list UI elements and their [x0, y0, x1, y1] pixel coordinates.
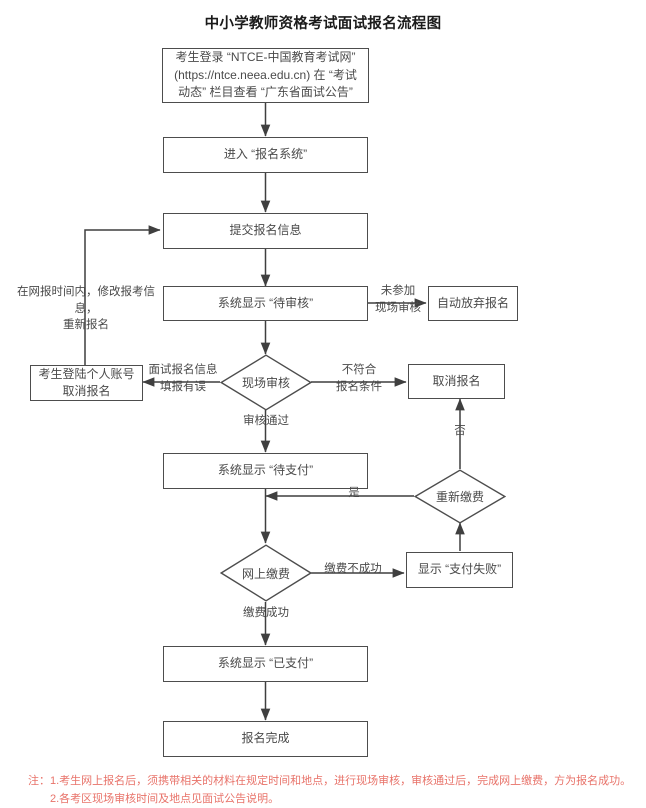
node-login[interactable]: 考生登录 “NTCE-中国教育考试网” (https://ntce.neea.e… — [162, 48, 369, 103]
node-cancel-registration[interactable]: 取消报名 — [408, 364, 505, 399]
edge-label-modify-reregister: 在网报时间内，修改报考信息， 重新报名 — [17, 286, 155, 332]
edge-label-repay-yes: 是 — [348, 487, 360, 499]
node-pending-review[interactable]: 系统显示 “待审核” — [163, 286, 368, 321]
node-registration-complete[interactable]: 报名完成 — [163, 721, 368, 757]
footer-notes: 注：1.考生网上报名后，须携带相关的材料在规定时间和地点，进行现场审核，审核通过… — [28, 772, 632, 808]
node-paid[interactable]: 系统显示 “已支付” — [163, 646, 368, 682]
node-pending-review-label: 系统显示 “待审核” — [217, 295, 314, 310]
node-paid-label: 系统显示 “已支付” — [217, 656, 314, 671]
footer-note-line-2: 2.各考区现场审核时间及地点见面试公告说明。 — [50, 793, 280, 806]
edge-label-payment-success: 缴费成功 — [243, 607, 289, 619]
node-submit-info-label: 提交报名信息 — [229, 223, 302, 238]
edge-label-not-meet-condition: 不符合 报名条件 — [336, 364, 382, 393]
node-payment-failed[interactable]: 显示 “支付失败” — [406, 552, 513, 588]
node-candidate-cancel-label: 考生登陆个人账号 取消报名 — [38, 366, 135, 398]
node-pending-payment-label: 系统显示 “待支付” — [217, 463, 314, 478]
diamond-shape-online-payment — [220, 544, 312, 602]
node-payment-failed-label: 显示 “支付失败” — [417, 562, 502, 577]
page-title: 中小学教师资格考试面试报名流程图 — [204, 16, 442, 32]
node-repay-label: 重新缴费 — [435, 490, 484, 504]
node-online-payment[interactable]: 网上缴费 — [220, 544, 312, 602]
node-registration-complete-label: 报名完成 — [241, 731, 290, 746]
node-cancel-registration-label: 取消报名 — [432, 373, 481, 388]
edge-label-info-error: 面试报名信息 填报有误 — [148, 364, 218, 393]
node-enter-system[interactable]: 进入 “报名系统” — [163, 137, 368, 173]
node-login-label: 考生登录 “NTCE-中国教育考试网” (https://ntce.neea.e… — [174, 50, 357, 100]
footer-note-line-1: 注：1.考生网上报名后，须携带相关的材料在规定时间和地点，进行现场审核，审核通过… — [28, 775, 632, 787]
node-auto-give-up[interactable]: 自动放弃报名 — [428, 286, 518, 321]
edge-label-payment-failed: 缴费不成功 — [324, 563, 382, 575]
node-online-payment-label: 网上缴费 — [241, 566, 290, 581]
node-candidate-cancel[interactable]: 考生登陆个人账号 取消报名 — [30, 365, 143, 401]
node-pending-payment[interactable]: 系统显示 “待支付” — [163, 453, 368, 489]
diamond-shape-onsite-review — [220, 354, 312, 411]
edge-label-not-attend-onsite: 未参加 现场审核 — [375, 285, 421, 314]
diamond-shape-repay — [414, 469, 506, 524]
edge-label-repay-no: 否 — [454, 425, 466, 437]
node-onsite-review-label: 现场审核 — [241, 376, 290, 390]
node-enter-system-label: 进入 “报名系统” — [223, 147, 308, 162]
node-repay[interactable]: 重新缴费 — [414, 469, 506, 524]
node-onsite-review[interactable]: 现场审核 — [220, 354, 312, 411]
edge-label-review-passed: 审核通过 — [243, 415, 289, 427]
node-auto-give-up-label: 自动放弃报名 — [436, 295, 509, 310]
node-submit-info[interactable]: 提交报名信息 — [163, 213, 368, 249]
